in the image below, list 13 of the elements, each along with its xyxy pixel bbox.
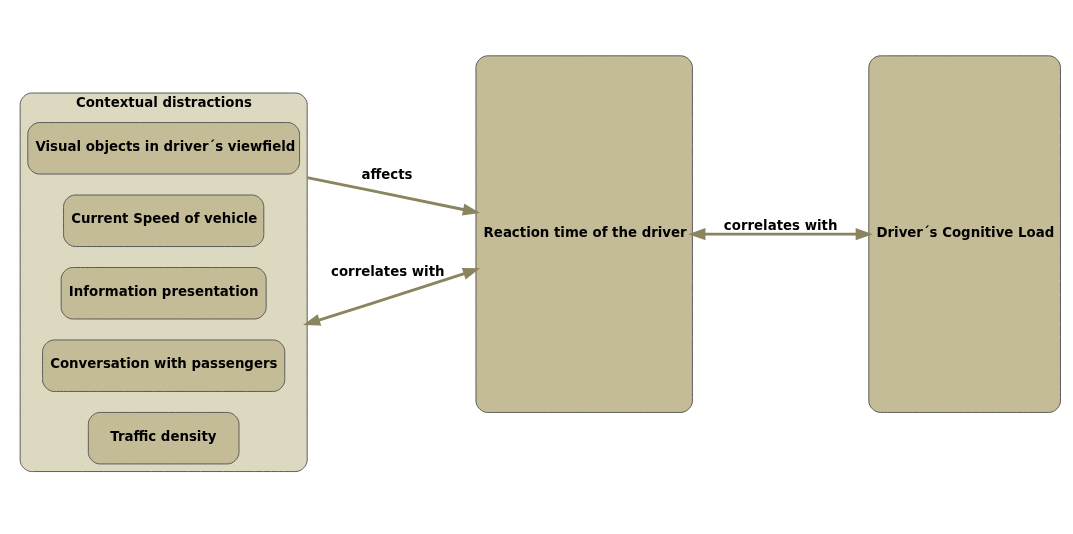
node-box: Visual objects in driver´s viewfield [27, 121, 301, 175]
node-box: Information presentation [60, 266, 267, 319]
node-box: Driver´s Cognitive Load [868, 54, 1061, 413]
arrow [688, 227, 873, 240]
node-box: Reaction time of the driver [475, 54, 693, 413]
edge-label: correlates with [331, 263, 445, 279]
arrow [306, 175, 480, 215]
edge-label: correlates with [723, 217, 838, 233]
edge-label: affects [361, 166, 413, 182]
node-box: Current Speed of vehicle [63, 194, 265, 247]
node-box: Conversation with passengers [42, 339, 286, 392]
arrow [303, 267, 481, 326]
node-box: Traffic density [87, 411, 240, 464]
